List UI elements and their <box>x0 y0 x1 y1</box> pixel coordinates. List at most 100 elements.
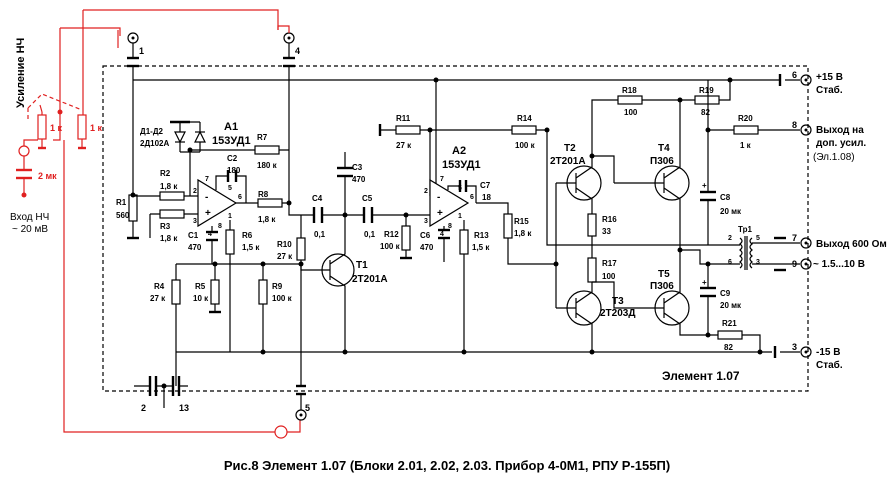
terminal-out600: Выход 600 Ом <box>816 239 887 250</box>
resistor-r5 <box>210 279 220 305</box>
svg-text:1,8 к: 1,8 к <box>514 229 532 238</box>
resistor-r21 <box>717 330 743 340</box>
svg-text:П306: П306 <box>650 156 674 167</box>
svg-text:153УД1: 153УД1 <box>442 159 481 171</box>
pot-left-value: 1 к <box>50 123 63 133</box>
svg-text:Т4: Т4 <box>658 143 670 154</box>
svg-text:1: 1 <box>228 213 232 220</box>
stage-a1: R1 560 R2 1,8 к R3 1,8 к Д1-Д2 2Д102А - … <box>116 80 301 386</box>
svg-text:R8: R8 <box>258 190 269 199</box>
svg-text:-: - <box>437 192 440 203</box>
svg-text:27 к: 27 к <box>150 294 166 303</box>
resistor-r15 <box>503 213 513 239</box>
terminal-plus15: +15 В <box>816 72 843 83</box>
svg-text:3: 3 <box>193 218 197 225</box>
input-title: Вход НЧ <box>10 212 49 223</box>
resistor-r19 <box>694 95 720 105</box>
svg-text:2Т201А: 2Т201А <box>352 274 388 285</box>
svg-text:470: 470 <box>188 243 202 252</box>
svg-text:100: 100 <box>602 272 616 281</box>
svg-text:Т2: Т2 <box>564 143 576 154</box>
svg-text:27 к: 27 к <box>396 141 412 150</box>
svg-text:153УД1: 153УД1 <box>212 135 251 147</box>
svg-text:180 к: 180 к <box>257 161 278 170</box>
svg-text:1 к: 1 к <box>740 141 752 150</box>
svg-text:R10: R10 <box>277 240 292 249</box>
svg-text:10 к: 10 к <box>193 294 209 303</box>
svg-text:Т5: Т5 <box>658 269 670 280</box>
power-rails <box>133 74 800 358</box>
svg-text:+: + <box>702 181 707 190</box>
svg-text:2: 2 <box>193 188 197 195</box>
svg-text:7: 7 <box>205 176 209 183</box>
terminal-minus15-sub: Стаб. <box>816 359 843 371</box>
svg-text:R9: R9 <box>272 282 283 291</box>
output-stage: Т2 2Т201А Т3 2Т203Д R16 33 R17 100 R18 1… <box>550 77 800 355</box>
stage-t1: С4 0,1 С5 0,1 R10 27 к Т1 2Т201А С3 470 <box>277 152 430 355</box>
svg-text:R21: R21 <box>722 319 737 328</box>
resistor-r6 <box>225 229 235 255</box>
svg-text:С8: С8 <box>720 193 731 202</box>
svg-text:+: + <box>437 208 443 219</box>
svg-text:2Т203Д: 2Т203Д <box>600 308 635 319</box>
resistor-r4 <box>171 279 181 305</box>
svg-text:7: 7 <box>440 176 444 183</box>
connectors: 1 4 6 8 7 9 3 2 13 5 <box>127 25 812 421</box>
svg-text:Тр1: Тр1 <box>738 225 752 234</box>
resistor-r16 <box>587 213 597 237</box>
svg-text:R18: R18 <box>622 86 637 95</box>
resistor-r10 <box>296 237 306 261</box>
svg-text:С3: С3 <box>352 163 363 172</box>
pin-1: 1 <box>139 46 144 56</box>
svg-text:4: 4 <box>208 231 212 238</box>
svg-text:С7: С7 <box>480 181 491 190</box>
svg-text:R1: R1 <box>116 198 127 207</box>
svg-text:6: 6 <box>470 194 474 201</box>
svg-text:0,1: 0,1 <box>364 230 376 239</box>
resistor-r12 <box>401 225 411 251</box>
svg-text:8: 8 <box>218 223 222 230</box>
pin-3: 3 <box>792 342 797 352</box>
svg-text:1,8 к: 1,8 к <box>160 234 178 243</box>
svg-text:Т1: Т1 <box>356 260 368 271</box>
svg-text:5: 5 <box>228 185 232 192</box>
pin-5: 5 <box>305 403 310 413</box>
svg-text:6: 6 <box>238 194 242 201</box>
svg-text:20 мк: 20 мк <box>720 301 742 310</box>
terminal-out-dop: Выход на <box>816 125 864 136</box>
svg-text:+: + <box>702 278 707 287</box>
svg-text:R17: R17 <box>602 259 617 268</box>
svg-text:С4: С4 <box>312 194 323 203</box>
resistor-r3 <box>159 209 185 219</box>
opamp-a2 <box>429 178 470 228</box>
svg-text:R11: R11 <box>396 114 411 123</box>
svg-text:С6: С6 <box>420 231 431 240</box>
svg-text:18: 18 <box>482 193 491 202</box>
svg-text:R19: R19 <box>699 86 714 95</box>
svg-text:R2: R2 <box>160 169 171 178</box>
input-level: ~ 20 мВ <box>12 224 48 235</box>
pin-4: 4 <box>295 46 300 56</box>
terminal-out-dop3: (Эл.1.08) <box>813 152 855 163</box>
resistor-r9 <box>258 279 268 305</box>
resistor-r17 <box>587 257 597 283</box>
svg-text:А2: А2 <box>452 145 466 157</box>
svg-text:100 к: 100 к <box>272 294 293 303</box>
figure-caption: Рис.8 Элемент 1.07 (Блоки 2.01, 2.02, 2.… <box>223 458 671 473</box>
resistor-r20 <box>733 125 759 135</box>
input-cap-value: 2 мк <box>38 171 57 181</box>
resistor-r13 <box>459 229 469 255</box>
resistor-r11 <box>395 125 421 135</box>
terminal-out-dop2: доп. усил. <box>816 138 866 149</box>
svg-text:1,8 к: 1,8 к <box>160 182 178 191</box>
svg-text:R13: R13 <box>474 231 489 240</box>
svg-text:470: 470 <box>352 175 366 184</box>
terminal-minus15: -15 В <box>816 347 840 358</box>
svg-text:С2: С2 <box>227 154 238 163</box>
svg-text:100 к: 100 к <box>515 141 536 150</box>
svg-text:П306: П306 <box>650 281 674 292</box>
svg-text:R4: R4 <box>154 282 165 291</box>
svg-text:С5: С5 <box>362 194 373 203</box>
svg-text:27 к: 27 к <box>277 252 293 261</box>
